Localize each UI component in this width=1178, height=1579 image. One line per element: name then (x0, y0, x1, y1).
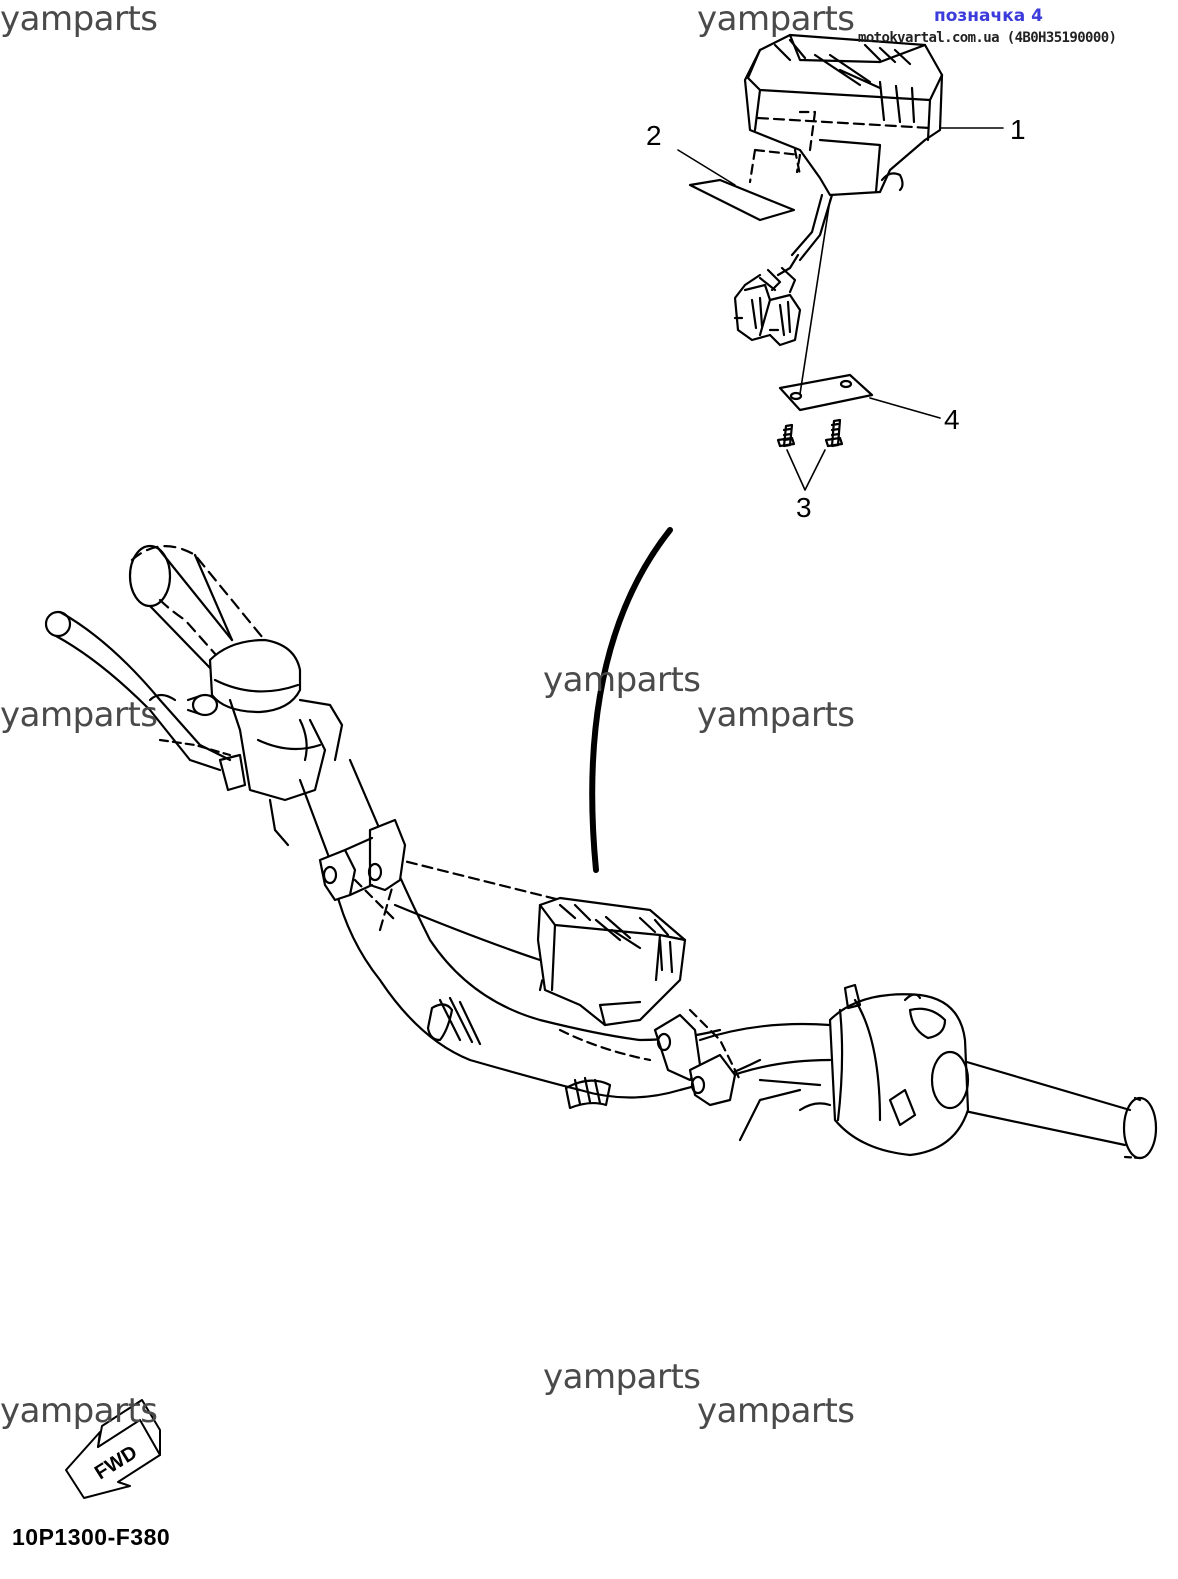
center-meter (536, 896, 687, 1027)
watermark: yamparts (0, 695, 158, 735)
watermark: yamparts (543, 660, 701, 700)
watermark: yamparts (0, 1391, 158, 1431)
watermark: yamparts (0, 0, 158, 39)
callout-1: 1 (1010, 114, 1026, 145)
screws-part-3 (776, 418, 844, 491)
left-grip (128, 544, 287, 672)
brake-lever (44, 610, 232, 772)
callout-3: 3 (796, 492, 812, 523)
detail-arrow (589, 527, 673, 873)
meter-unit-part-1 (733, 33, 1004, 347)
right-clamp (653, 1008, 742, 1107)
callout-2: 2 (646, 120, 662, 151)
right-switch (738, 983, 1158, 1160)
callout-4: 4 (944, 404, 960, 435)
bracket-part-4 (778, 199, 941, 419)
watermark: yamparts (697, 695, 855, 735)
watermark: yamparts (697, 1391, 855, 1431)
site-part-number-label: motokvartal.com.ua (4B0H35190000) (858, 30, 1117, 46)
watermark: yamparts (543, 1357, 701, 1397)
master-cylinder (186, 638, 344, 847)
fwd-arrow: FWD (65, 1399, 161, 1499)
drawing-code: 10P1300-F380 (12, 1524, 171, 1550)
left-clamp (318, 818, 407, 902)
label-part-2 (677, 148, 802, 222)
reference-label: позначка 4 (934, 6, 1043, 26)
watermark: yamparts (697, 0, 855, 39)
